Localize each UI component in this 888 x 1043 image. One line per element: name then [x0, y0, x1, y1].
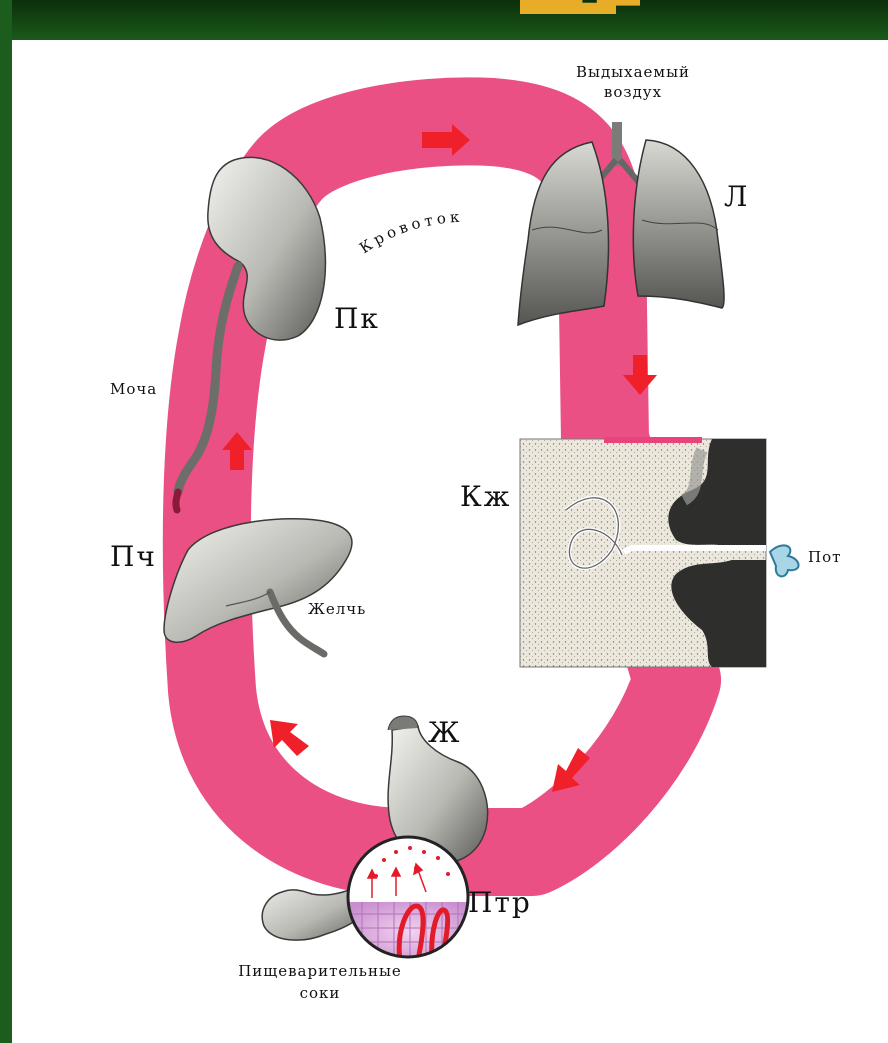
diagram-canvas: Кровоток Выдыхаемый воздух Л Пк Моча Кж …	[12, 40, 888, 1043]
exhaled-air-line-2: воздух	[558, 82, 708, 102]
bile-label: Желчь	[308, 600, 366, 618]
digestive-juices-line-2: соки	[210, 982, 430, 1004]
digestive-juices-line-1: Пищеварительные	[210, 960, 430, 982]
digestive-tract-label: Птр	[468, 886, 532, 919]
stomach-label: Ж	[428, 716, 461, 749]
bloodflow-label: Кровоток	[356, 207, 464, 257]
sweat-label: Пот	[808, 548, 841, 566]
left-frame-bar	[0, 0, 12, 1043]
lungs-label: Л	[724, 180, 749, 213]
exhaled-air-label: Выдыхаемый воздух	[558, 62, 708, 102]
exhaled-air-line-1: Выдыхаемый	[558, 62, 708, 82]
title-fragment	[520, 0, 640, 14]
urine-label: Моча	[110, 380, 157, 398]
top-frame-bar	[0, 0, 888, 40]
liver-label: Пч	[110, 540, 157, 573]
kidney-label: Пк	[334, 302, 380, 335]
skin-label: Кж	[460, 480, 511, 513]
digestive-juices-label: Пищеварительные соки	[210, 960, 430, 1004]
